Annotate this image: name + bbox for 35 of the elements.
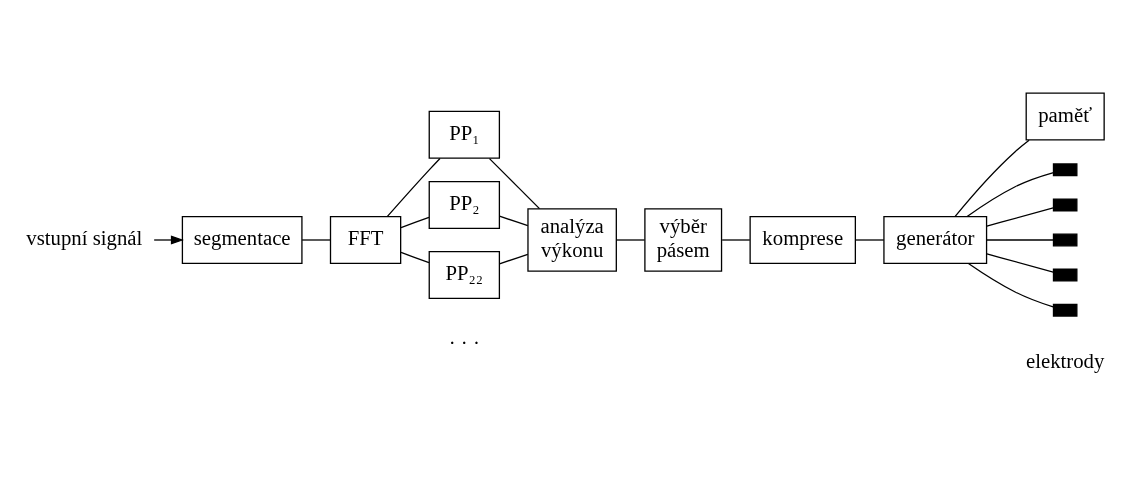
node-box: generátor xyxy=(883,215,988,264)
connector xyxy=(400,251,430,263)
node-box: segmentace xyxy=(181,215,303,264)
connector xyxy=(301,238,332,241)
node-box: PP₂₂ xyxy=(428,250,501,299)
node-text: vstupní signál xyxy=(26,225,143,249)
node-box xyxy=(1052,162,1078,176)
node-box: PP₁ xyxy=(428,110,501,159)
label: · · · xyxy=(448,330,480,354)
connector xyxy=(966,171,1055,217)
connector xyxy=(954,139,1030,217)
connector xyxy=(986,206,1054,227)
connector xyxy=(400,216,430,228)
node-box xyxy=(1052,197,1078,211)
node-box: výběr pásem xyxy=(644,207,723,272)
connector xyxy=(498,215,529,226)
node-box xyxy=(1052,303,1078,317)
label: elektrody xyxy=(1025,348,1105,372)
node-box: komprese xyxy=(749,215,856,264)
node-box xyxy=(1052,233,1078,246)
connector xyxy=(498,253,529,264)
arrow xyxy=(153,234,184,245)
connector xyxy=(986,252,1054,273)
connector xyxy=(967,262,1054,308)
connector xyxy=(854,238,885,241)
connector xyxy=(721,238,751,241)
node-box: PP₂ xyxy=(428,180,501,229)
node-box: analýza výkonu xyxy=(527,207,617,272)
connector xyxy=(986,238,1054,241)
node-box xyxy=(1052,268,1078,282)
connector xyxy=(615,238,646,241)
node-box: paměť xyxy=(1025,92,1105,141)
node-box: FFT xyxy=(329,215,402,264)
connector xyxy=(386,157,441,217)
connector xyxy=(488,157,541,209)
